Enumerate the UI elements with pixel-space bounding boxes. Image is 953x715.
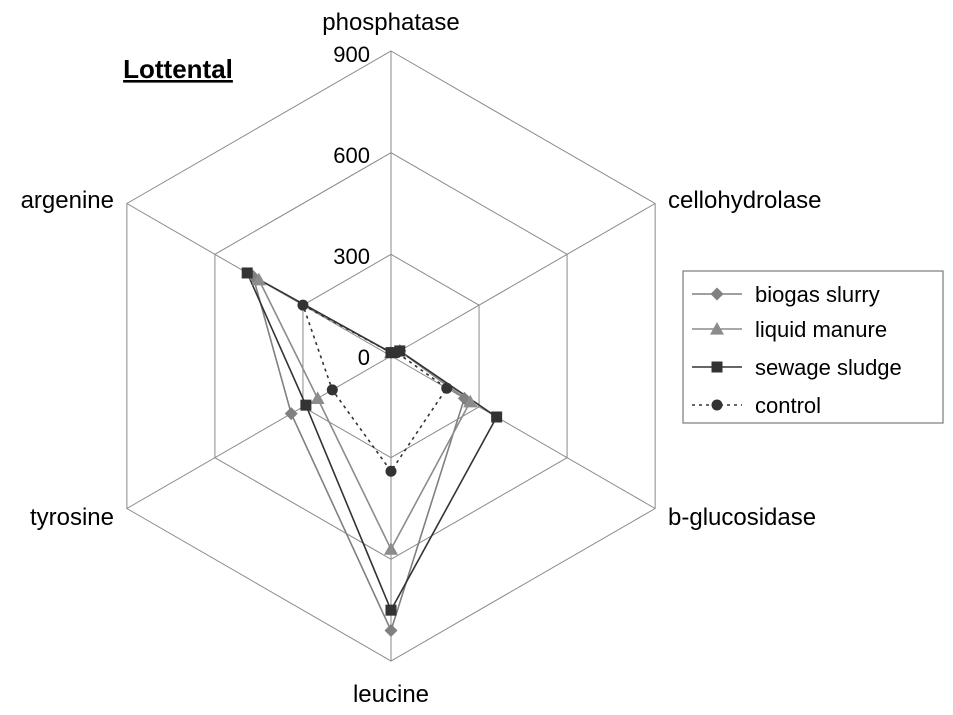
legend-marker — [710, 322, 724, 335]
data-point — [491, 411, 503, 423]
axis-line — [390, 203, 656, 357]
data-point — [297, 299, 309, 311]
legend-label: biogas slurry — [755, 282, 880, 307]
legend-label: liquid manure — [755, 317, 887, 342]
legend-marker — [711, 361, 723, 373]
tick-label: 900 — [333, 42, 370, 67]
series-line-control — [301, 303, 448, 473]
data-point — [384, 624, 398, 637]
legend-label: sewage sludge — [755, 355, 902, 380]
axis-labels: phosphatase cellohydrolase b-glucosidase… — [21, 9, 822, 708]
series-layer — [241, 267, 503, 637]
data-point — [391, 347, 403, 359]
axis-label-argenine: argenine — [21, 187, 114, 214]
chart-title: Lottental — [123, 54, 233, 84]
series-line-sewage-sludge — [245, 271, 498, 613]
legend-marker — [710, 287, 724, 301]
axis-label-cellohydrolase: cellohydrolase — [668, 187, 821, 214]
data-point — [251, 272, 266, 286]
tick-label: 600 — [333, 143, 370, 168]
axis-line — [390, 355, 656, 509]
data-point — [385, 604, 397, 616]
legend-label: control — [755, 393, 821, 418]
data-point — [284, 407, 298, 421]
data-point — [326, 384, 338, 396]
axis-line — [126, 355, 392, 509]
axis-label-leucine: leucine — [353, 681, 429, 708]
data-point — [241, 267, 253, 279]
axis-label-b-glucosidase: b-glucosidase — [668, 504, 816, 531]
legend: biogas slurry liquid manure sewage sludg… — [682, 270, 944, 424]
legend-marker — [711, 399, 723, 411]
data-point — [384, 542, 398, 555]
data-point — [385, 465, 397, 477]
tick-label: 0 — [358, 345, 370, 370]
data-point — [310, 391, 325, 404]
data-point — [463, 394, 478, 408]
tick-labels: 0 300 600 900 — [333, 42, 370, 370]
axis-label-phosphatase: phosphatase — [322, 9, 459, 36]
axis-label-tyrosine: tyrosine — [30, 504, 114, 531]
data-point — [441, 382, 453, 394]
tick-label: 300 — [333, 244, 370, 269]
series-line-biogas-slurry — [251, 274, 466, 633]
data-point — [300, 399, 312, 411]
legend-box — [682, 270, 944, 424]
